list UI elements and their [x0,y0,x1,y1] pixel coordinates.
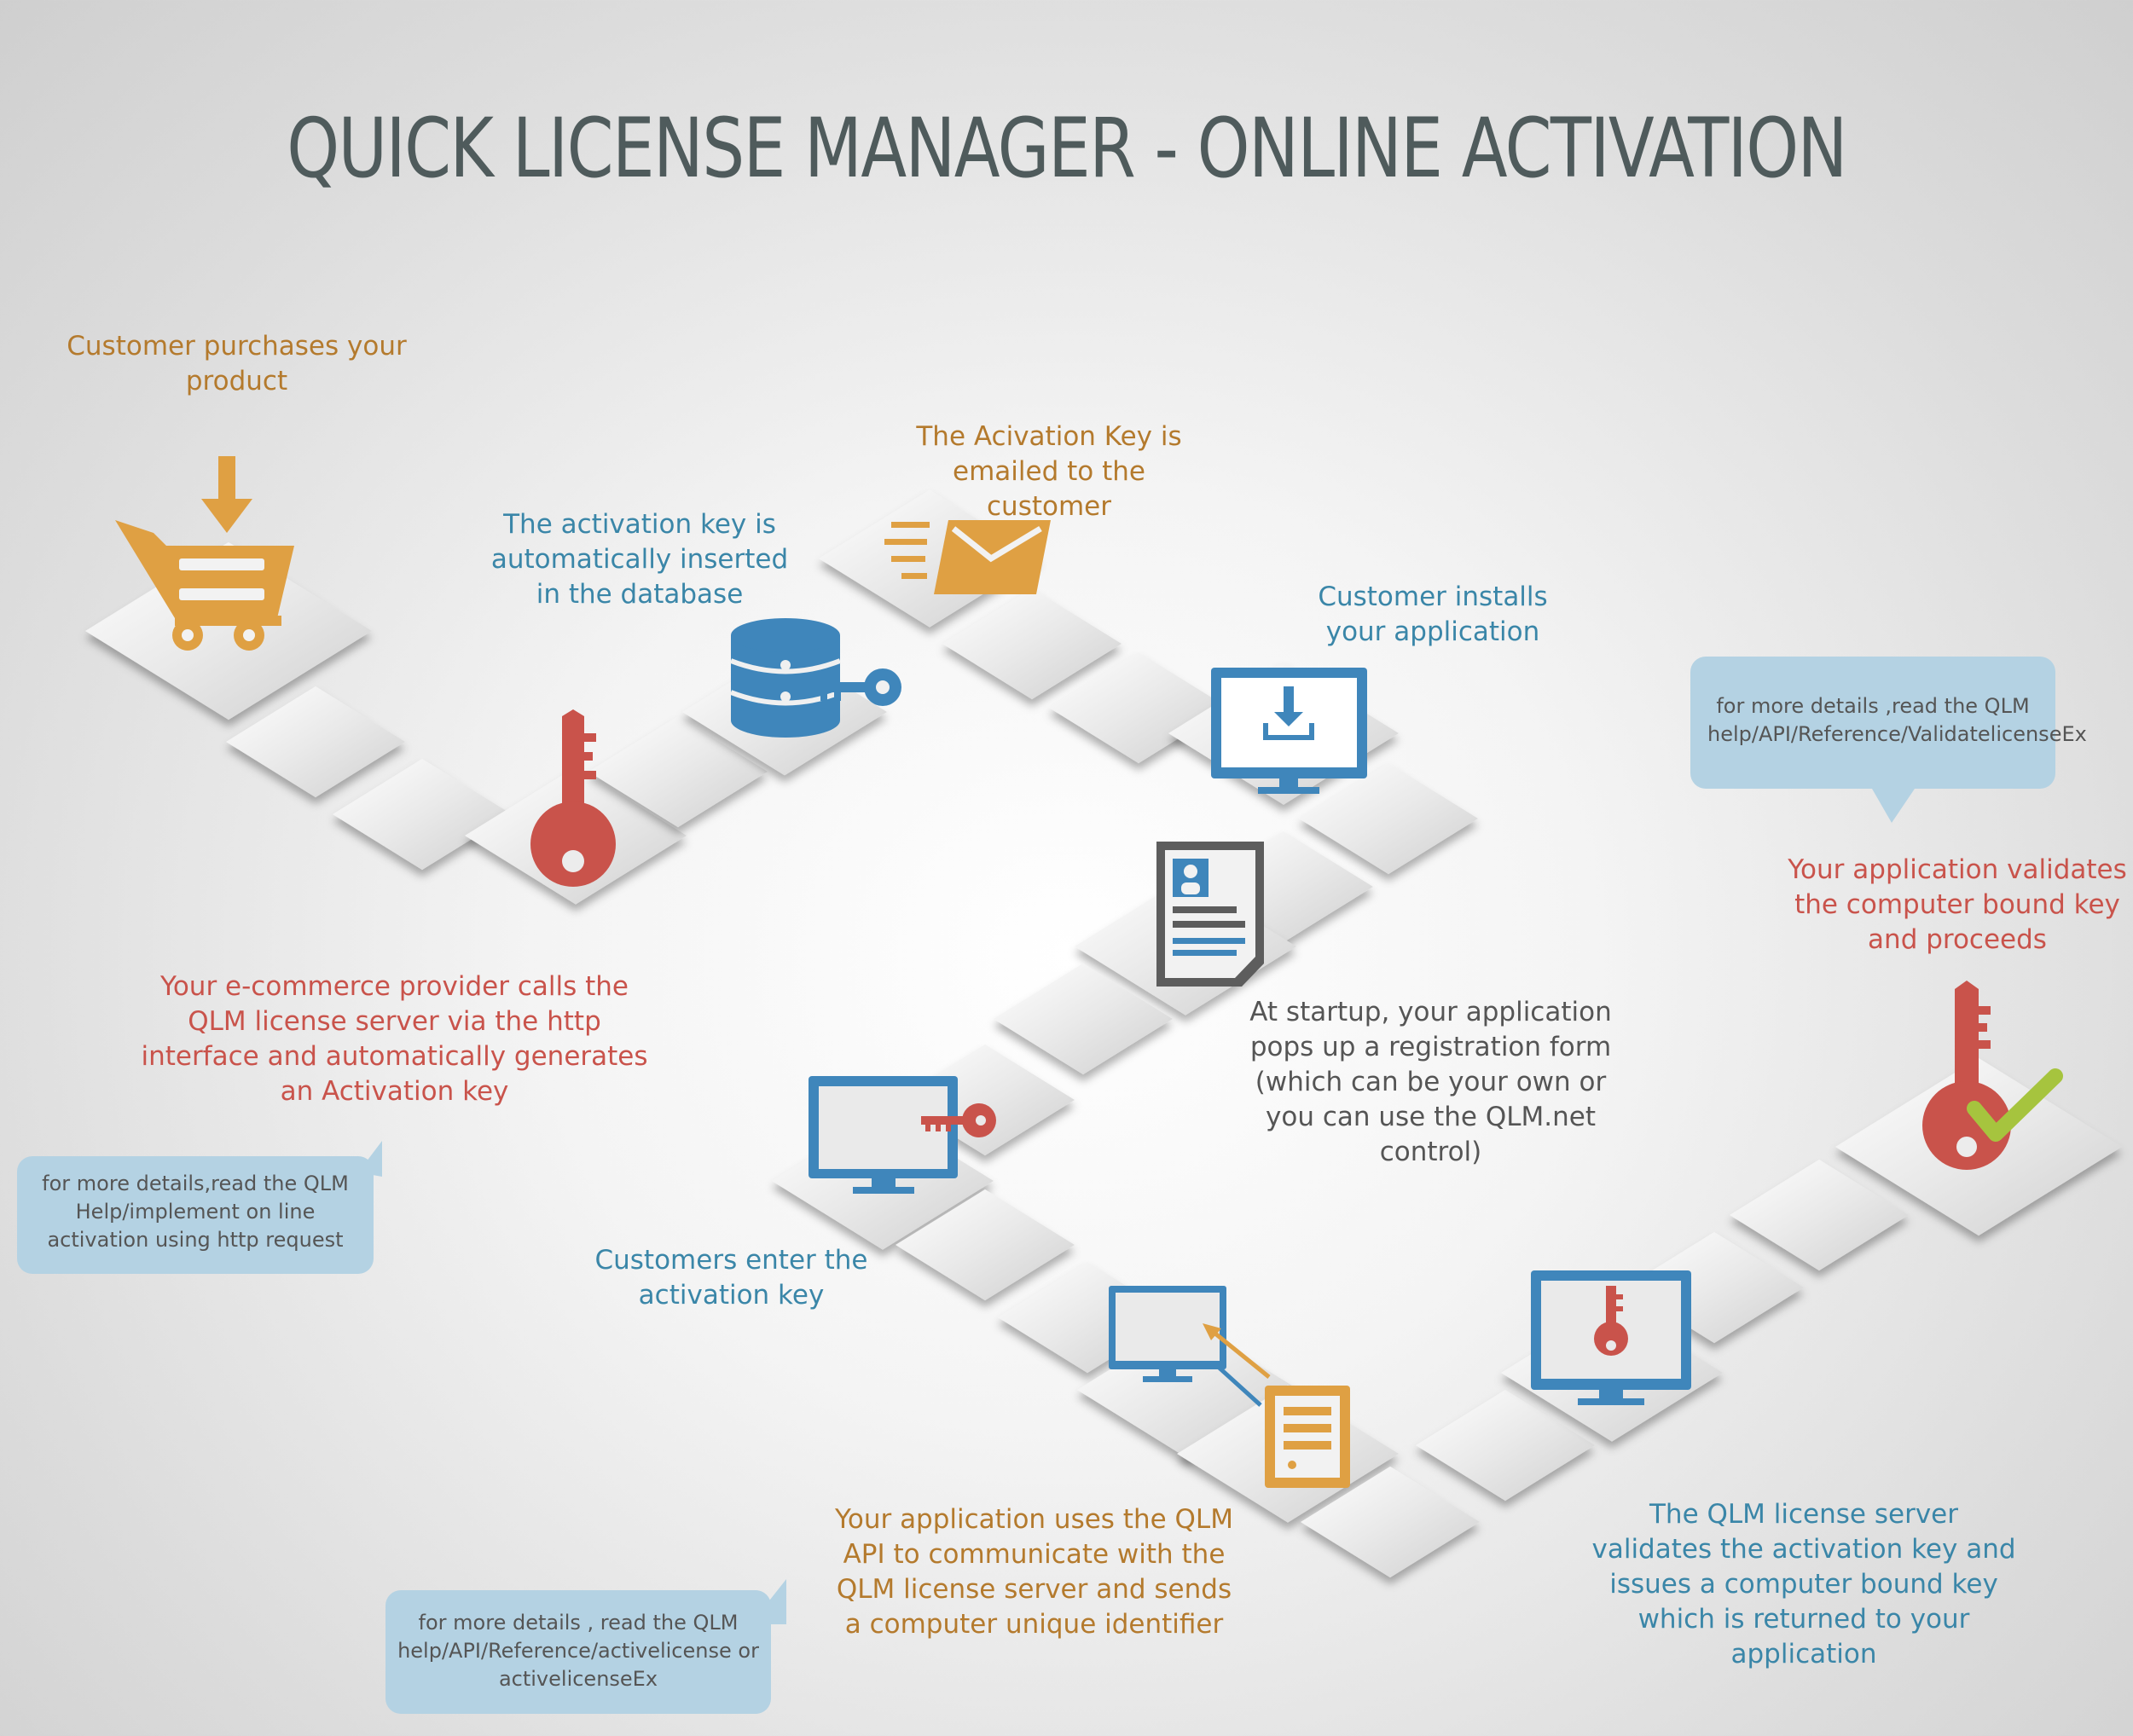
email-icon [884,520,1051,594]
registration-form-icon [1156,842,1264,987]
step-ecommerce-label: Your e-commerce provider calls the QLM l… [141,971,648,1107]
path-tile [942,587,1122,700]
path-tile [1299,762,1478,875]
step-install-label: Customer installs your application [1318,582,1548,647]
step-database-label: The activation key is automatically inse… [490,509,789,610]
step-startup-label: At startup, your application pops up a r… [1249,997,1612,1167]
step-email-label: The Acivation Key is emailed to the cust… [916,421,1182,522]
note-http-bubble: for more details,read the QLM Help/imple… [17,1156,374,1274]
key-check-icon [1922,981,2063,1170]
path-tile [226,686,405,798]
step-app-validates-label: Your application validates the computer … [1788,854,2127,955]
database-key-icon [729,618,901,738]
step-enter-key-label: Customers enter the activation key [594,1245,868,1311]
step-server-validates-label: The QLM license server validates the act… [1591,1499,2016,1669]
path-tile [896,1044,1075,1156]
step-purchase-label: Customer purchases your product [67,331,407,396]
step-api-label: Your application uses the QLM API to com… [835,1504,1233,1640]
monitor-server-icon [1109,1286,1350,1488]
path-tile [333,758,512,871]
path-tile [1077,1321,1299,1459]
note-validate-bubble: for more details ,read the QLM help/API/… [1690,657,2087,789]
path-tile [1301,1466,1480,1578]
page-title: QUICK LICENSE MANAGER - ONLINE ACTIVATIO… [287,101,1847,196]
path-tile [588,715,768,828]
shopping-cart-icon [115,456,294,651]
monitor-key-icon [1531,1270,1691,1405]
path-tile [1625,1231,1804,1344]
monitor-download-icon [1211,668,1367,794]
note-activate-bubble: for more details , read the QLM help/API… [385,1590,771,1714]
key-icon [530,709,616,887]
path-tile [1730,1159,1909,1271]
path-tile [994,963,1173,1075]
monitor-key-icon [809,1076,996,1194]
path-tile [896,1189,1075,1301]
bubble-tail-validate [1872,789,1915,823]
path-tile [1416,1389,1595,1502]
path-tile [998,1261,1177,1374]
